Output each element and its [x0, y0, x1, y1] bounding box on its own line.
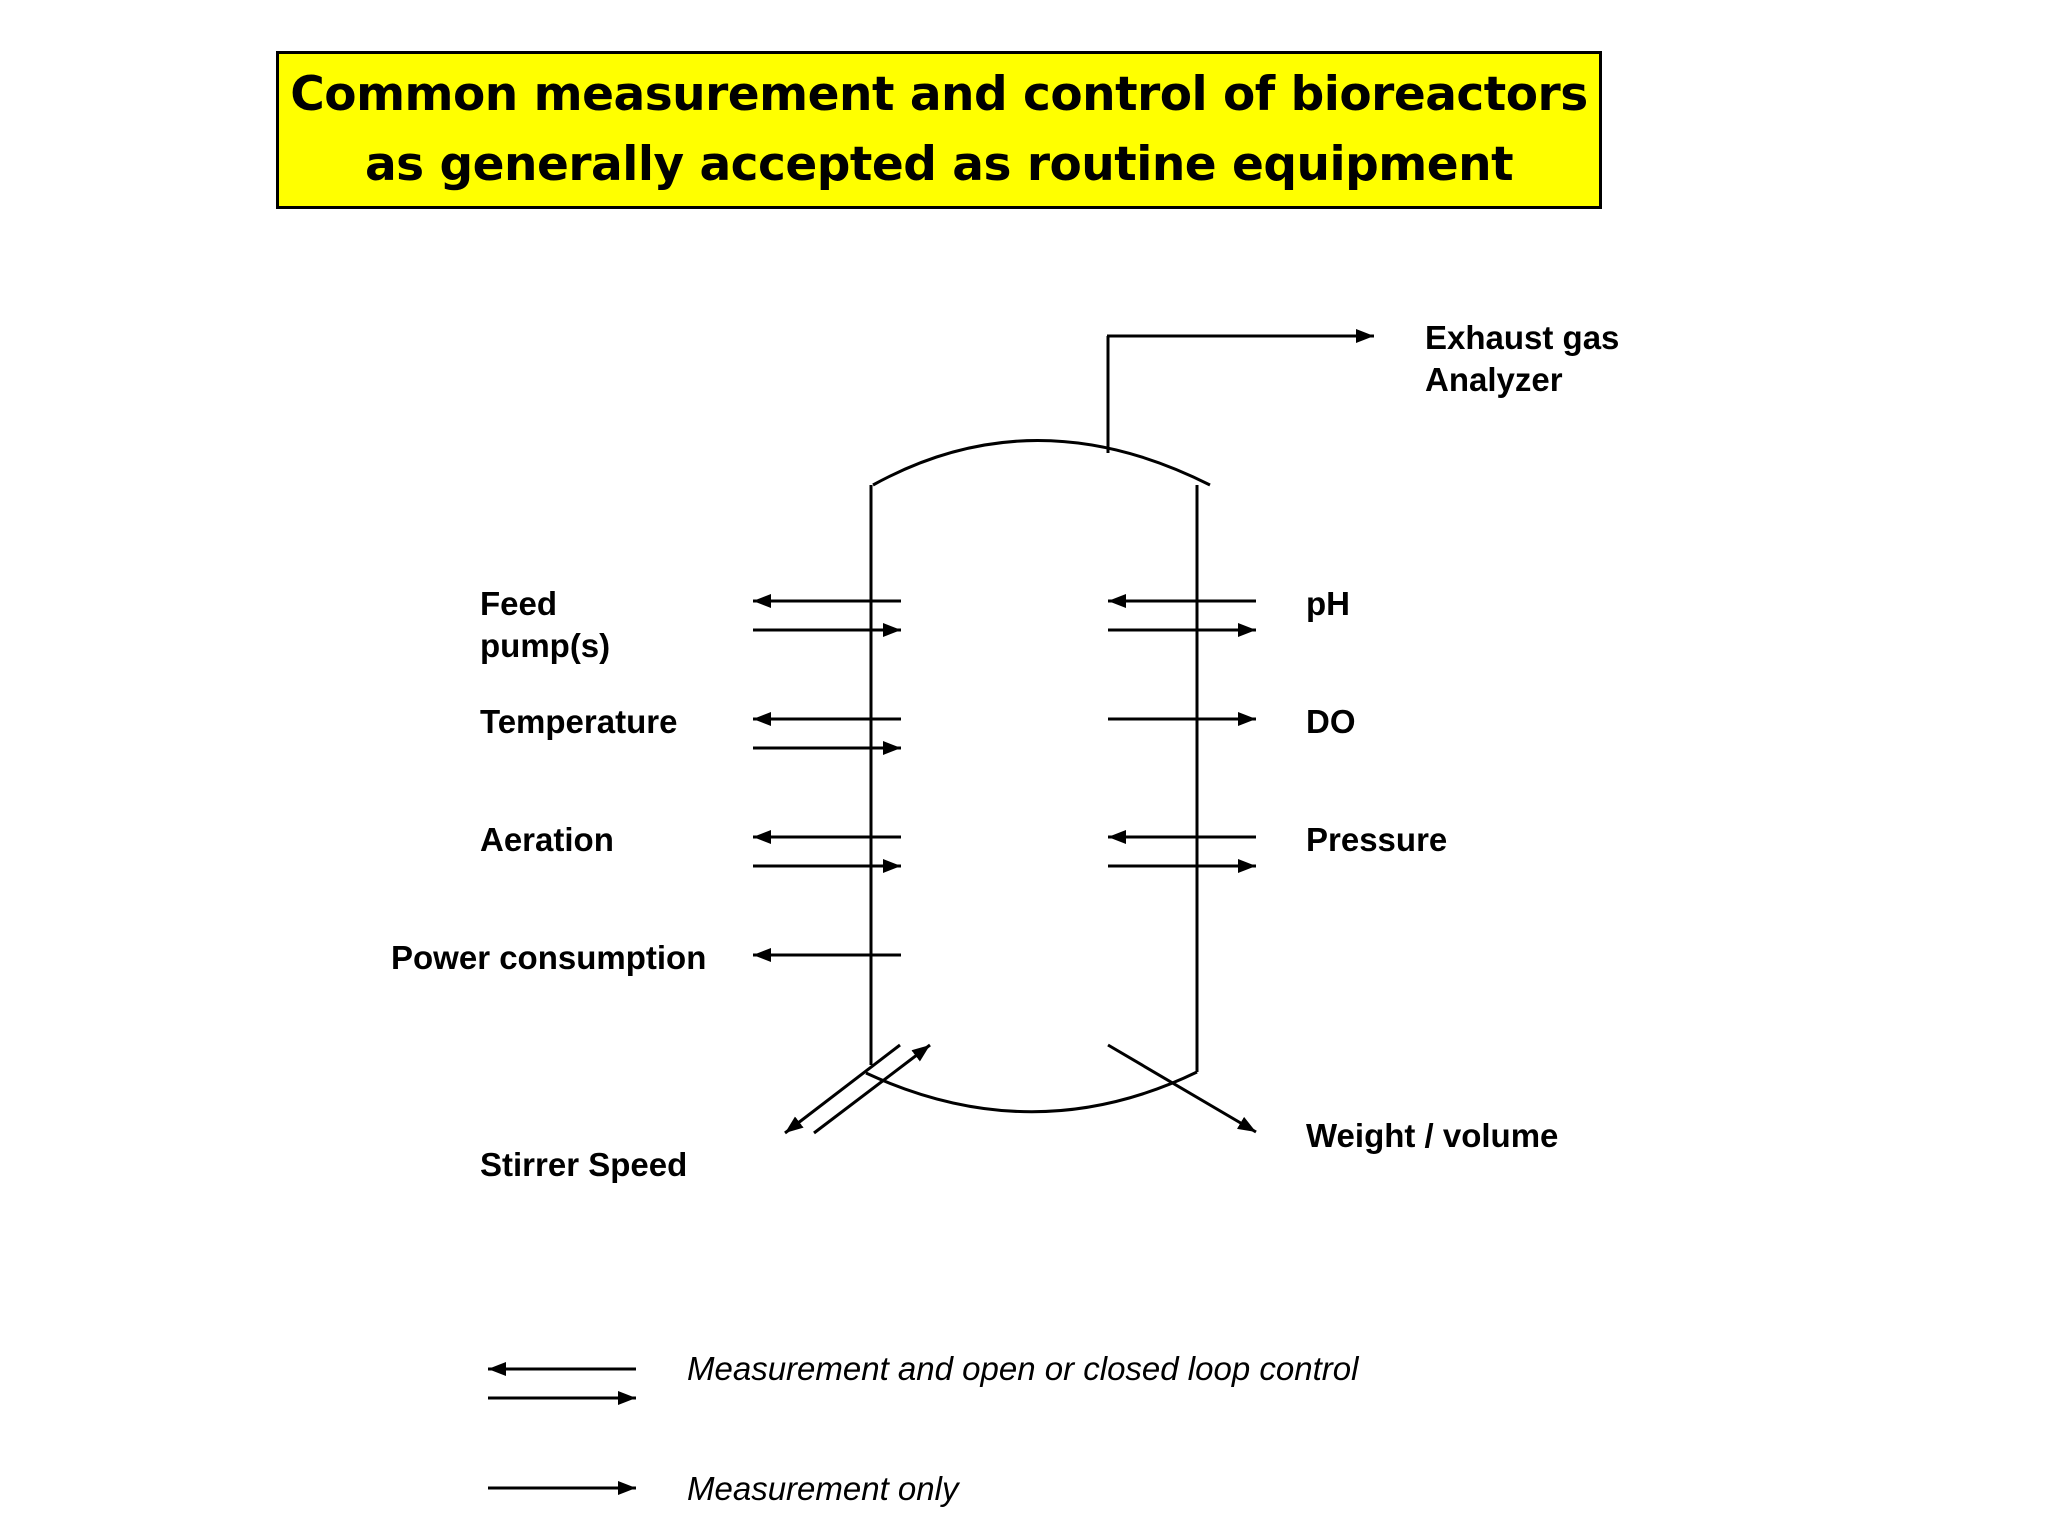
label-pumps: pump(s): [480, 627, 611, 664]
right-signal-arrows: [1107, 594, 1257, 1134]
diagram-title: Common measurement and control of biorea…: [290, 67, 1588, 192]
title-box: Common measurement and control of biorea…: [276, 51, 1602, 209]
bioreactor-vessel: [865, 439, 1211, 1114]
vessel-top-dome: [872, 439, 1211, 487]
legend-arrows: [488, 1362, 636, 1495]
stirrer-arrow-in: [784, 1043, 901, 1135]
exhaust-gas-line: [1106, 329, 1374, 453]
label-aeration: Aeration: [480, 821, 614, 858]
label-stirrer-speed: Stirrer Speed: [480, 1146, 688, 1183]
label-power-consumption: Power consumption: [391, 939, 707, 976]
legend-measurement-only-text: Measurement only: [687, 1470, 959, 1507]
label-exhaust-gas: Exhaust gas: [1425, 319, 1620, 356]
legend-control-text: Measurement and open or closed loop cont…: [687, 1350, 1359, 1387]
label-feed: Feed: [480, 585, 558, 622]
weight-arrow-out: [1107, 1043, 1257, 1134]
label-analyzer: Analyzer: [1425, 361, 1563, 398]
label-do: DO: [1306, 703, 1356, 740]
left-signal-arrows: [753, 594, 931, 1135]
label-weight-volume: Weight / volume: [1306, 1117, 1559, 1154]
vessel-bottom-dome: [865, 1070, 1198, 1114]
label-temperature: Temperature: [480, 703, 678, 740]
stirrer-arrow-out: [813, 1043, 931, 1135]
label-pressure: Pressure: [1306, 821, 1448, 858]
label-ph: pH: [1306, 585, 1350, 622]
